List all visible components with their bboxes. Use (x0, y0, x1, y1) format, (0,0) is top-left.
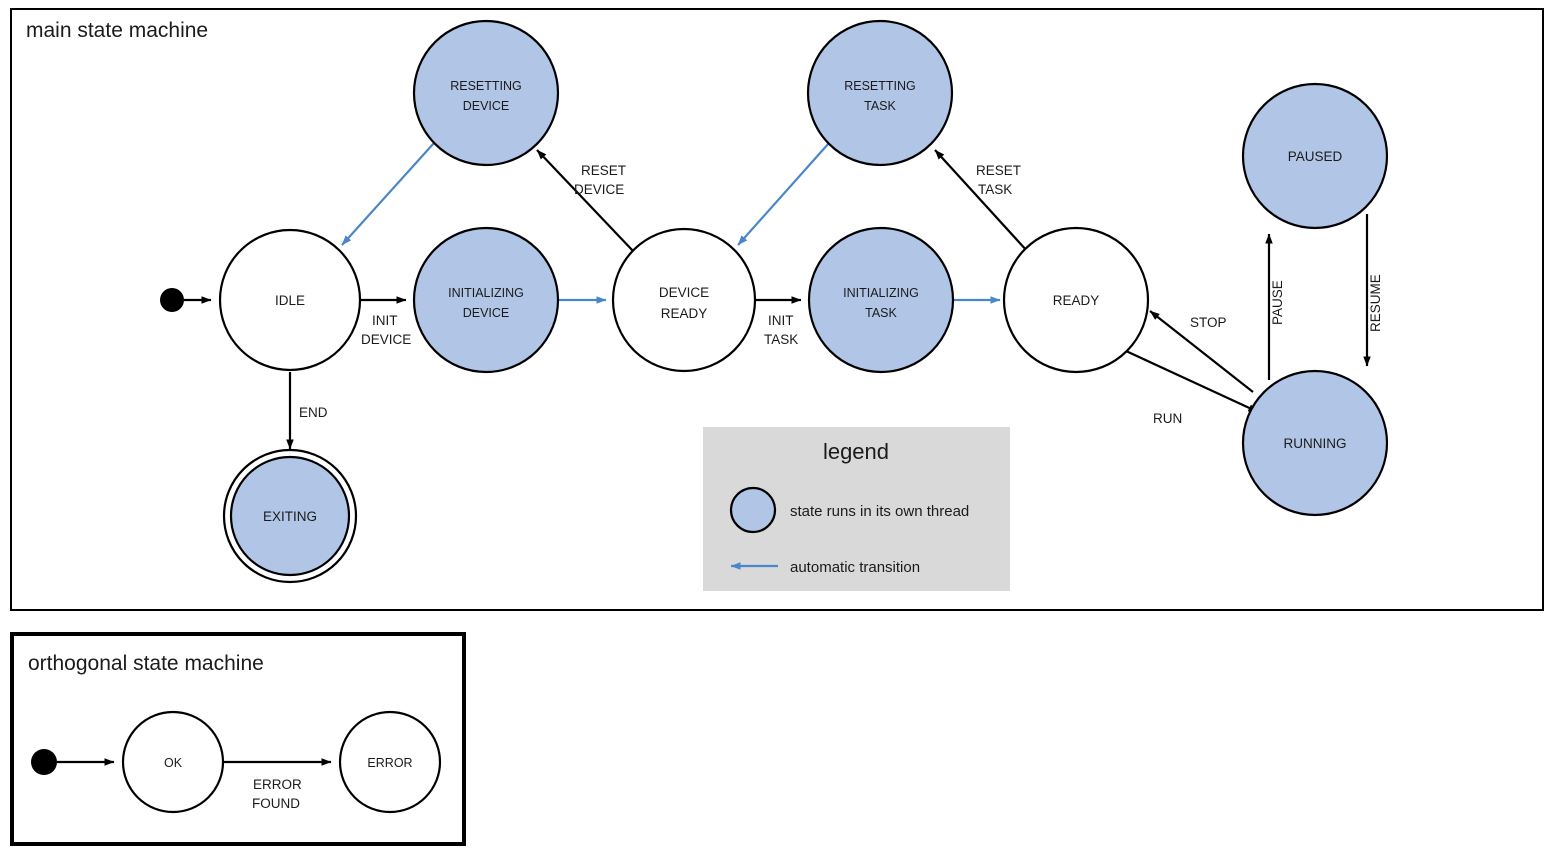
state-circle[interactable] (412, 226, 560, 374)
legend-title: legend (823, 439, 889, 464)
edge-label-init-task-line2: TASK (764, 332, 798, 347)
transition-line (1125, 350, 1259, 413)
state-label: RUNNING (1284, 436, 1347, 451)
state-label: EXITING (263, 509, 317, 524)
state-circle[interactable] (806, 19, 954, 167)
state-label-line1: INITIALIZING (843, 286, 919, 300)
edge-label-reset-task-line1: RESET (976, 163, 1021, 178)
edge-label-resume: RESUME (1368, 274, 1383, 332)
orthogonal-state-machine-title: orthogonal state machine (28, 652, 264, 675)
state-resetting-task[interactable]: RESETTING TASK (806, 19, 954, 167)
transition-line (1149, 310, 1254, 393)
state-circle[interactable] (218, 228, 362, 372)
edge-label-run: RUN (1153, 411, 1182, 426)
orthogonal-state-machine-frame (10, 632, 466, 846)
transition-init-task: INIT TASK (755, 296, 802, 347)
legend-item-label: state runs in its own thread (790, 503, 969, 520)
transition-resume: RESUME (1363, 214, 1383, 367)
state-device-ready[interactable]: DEVICE READY (611, 227, 757, 373)
state-label-line2: TASK (865, 306, 897, 320)
edge-label-init-task-line1: INIT (768, 313, 794, 328)
edge-label-init-device-line1: INIT (372, 313, 398, 328)
edge-label-error-found-line2: FOUND (252, 796, 300, 811)
edge-label-init-device-line2: DEVICE (361, 332, 411, 347)
transition-pause: PAUSE (1265, 233, 1285, 380)
edge-label-end: END (299, 405, 328, 420)
state-label: PAUSED (1288, 149, 1343, 164)
transition-initial-to-ok (31, 749, 115, 775)
legend-item-thread-state: state runs in its own thread (729, 486, 969, 534)
transition-resetting-device-to-idle (341, 142, 435, 246)
legend-item-automatic-transition: automatic transition (730, 559, 920, 576)
state-label-line2: READY (661, 306, 708, 321)
state-paused[interactable]: PAUSED (1241, 82, 1389, 230)
state-initializing-device[interactable]: INITIALIZING DEVICE (412, 226, 560, 374)
state-running[interactable]: RUNNING (1241, 369, 1389, 517)
legend: legend state runs in its own thread auto… (703, 427, 1010, 591)
transition-initial-to-idle (160, 288, 212, 312)
thread-state-circle-icon (729, 486, 777, 534)
transition-reset-device: RESET DEVICE (536, 149, 635, 253)
state-label-line2: DEVICE (463, 306, 510, 320)
state-label-line1: RESETTING (844, 79, 916, 93)
state-circle[interactable] (412, 19, 560, 167)
state-circle[interactable] (1002, 226, 1150, 374)
state-label-line1: DEVICE (659, 285, 709, 300)
state-circle[interactable] (807, 226, 955, 374)
state-label-line1: RESETTING (450, 79, 522, 93)
state-label: ERROR (367, 756, 412, 770)
state-label: OK (164, 756, 183, 770)
state-ready[interactable]: READY (1002, 226, 1150, 374)
edge-label-reset-task-line2: TASK (978, 182, 1012, 197)
state-circle[interactable] (1241, 369, 1389, 517)
state-label-line2: DEVICE (463, 99, 510, 113)
transition-error-found: ERROR FOUND (223, 758, 332, 811)
legend-item-label: automatic transition (790, 559, 920, 576)
transition-stop: STOP (1149, 310, 1254, 393)
state-label: READY (1053, 293, 1100, 308)
state-circle[interactable] (229, 455, 351, 577)
state-circle[interactable] (1241, 82, 1389, 230)
transition-line (536, 149, 635, 253)
state-circle[interactable] (121, 710, 225, 814)
main-state-machine-frame (10, 8, 1544, 611)
state-initializing-task[interactable]: INITIALIZING TASK (807, 226, 955, 374)
transition-init-device: INIT DEVICE (360, 296, 411, 347)
edge-label-error-found-line1: ERROR (253, 777, 302, 792)
transition-end: END (286, 372, 328, 450)
transition-line-auto (341, 142, 435, 246)
orthogonal-state-machine: orthogonal state machine ERROR FOUND OK … (10, 632, 466, 846)
state-error[interactable]: ERROR (338, 710, 442, 814)
state-resetting-device[interactable]: RESETTING DEVICE (412, 19, 560, 167)
state-idle[interactable]: IDLE (218, 228, 362, 372)
transition-line (934, 149, 1029, 253)
edge-label-stop: STOP (1190, 315, 1227, 330)
state-label-line2: TASK (864, 99, 896, 113)
edge-label-reset-device-line2: DEVICE (574, 182, 624, 197)
transition-reset-task: RESET TASK (934, 149, 1029, 253)
transition-resetting-task-to-device-ready (737, 142, 830, 246)
edge-label-pause: PAUSE (1270, 280, 1285, 325)
state-circle[interactable] (611, 227, 757, 373)
initial-state-dot (31, 749, 57, 775)
state-ok[interactable]: OK (121, 710, 225, 814)
state-exiting[interactable]: EXITING (222, 448, 358, 584)
main-state-machine-title: main state machine (26, 19, 208, 42)
initial-state-dot (160, 288, 184, 312)
edge-label-reset-device-line1: RESET (581, 163, 626, 178)
state-circle[interactable] (338, 710, 442, 814)
transition-line-auto (737, 142, 830, 246)
transition-run: RUN (1125, 350, 1259, 426)
state-label: IDLE (275, 293, 305, 308)
state-label-line1: INITIALIZING (448, 286, 524, 300)
